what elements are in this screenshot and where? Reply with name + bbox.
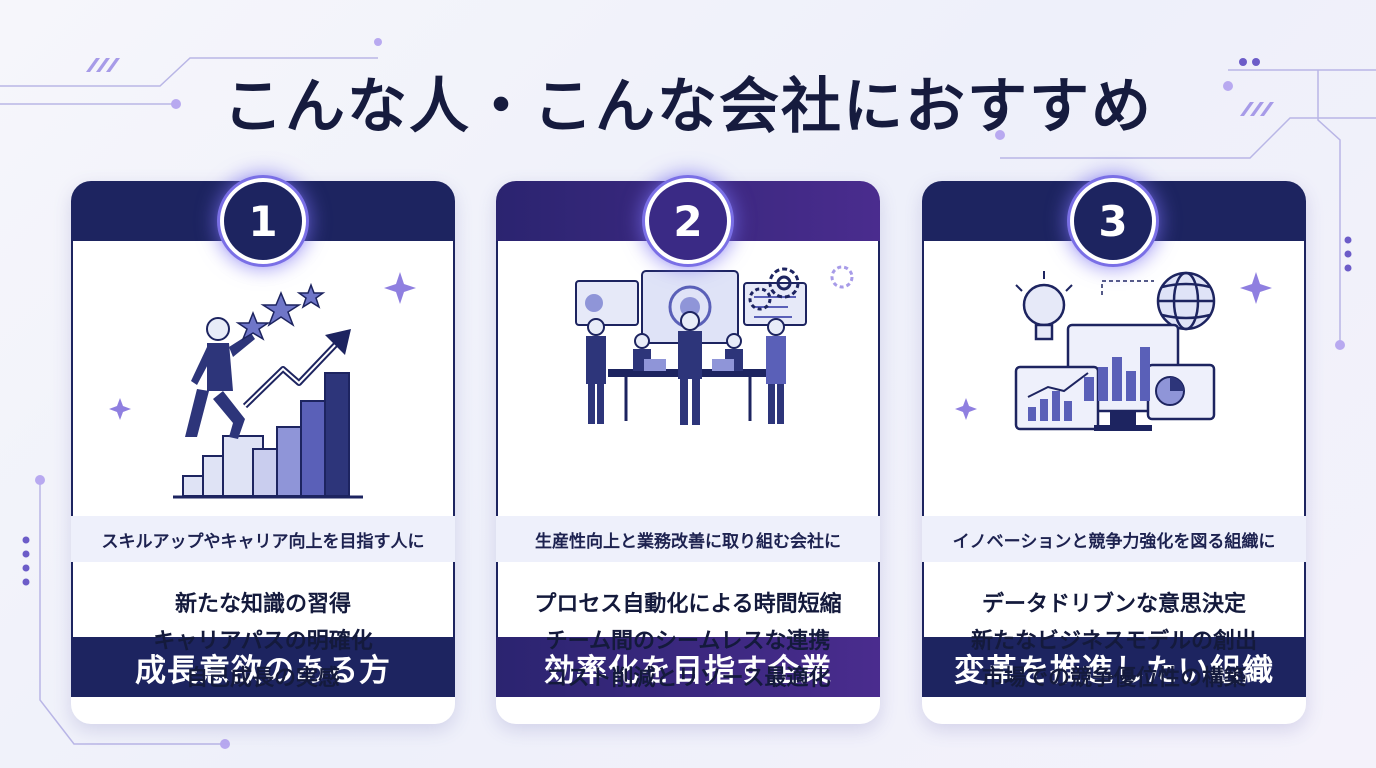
number-badge: 1 — [213, 171, 313, 271]
team-meeting-illustration — [496, 241, 880, 637]
badge-number: 3 — [1070, 178, 1156, 264]
page-title: こんな人・こんな会社におすすめ — [223, 72, 1153, 142]
point-item: データドリブンな意思決定 — [981, 592, 1246, 617]
point-item: 新たな知識の習得 — [174, 592, 351, 617]
card-points: 新たな知識の習得 キャリアパスの明確化 自己成長の実感 — [71, 586, 455, 697]
point-item: 新たなビジネスモデルの創出 — [970, 629, 1257, 654]
card-heading: 効率化を目指す企業 — [496, 637, 880, 697]
number-badge: 2 — [638, 171, 738, 271]
badge-number: 1 — [220, 178, 306, 264]
card-growth: 成長意欲のある方 — [71, 181, 455, 724]
card-subtitle: 生産性向上と業務改善に取り組む会社に — [496, 516, 880, 562]
card-subtitle: イノベーションと競争力強化を図る組織に — [922, 516, 1306, 562]
card-points: プロセス自動化による時間短縮 チーム間のシームレスな連携 コスト削減とリソース最… — [496, 586, 880, 697]
badge-number: 2 — [645, 178, 731, 264]
point-item: プロセス自動化による時間短縮 — [534, 592, 842, 617]
innovation-dashboard-illustration — [922, 241, 1306, 637]
card-efficiency: 効率化を目指す企業 — [496, 181, 880, 724]
growth-stairs-illustration — [71, 241, 455, 637]
point-item: キャリアパスの明確化 — [153, 629, 373, 654]
point-item: コスト削減とリソース最適化 — [545, 666, 831, 691]
point-item: 市場での競争優位性の構築 — [981, 666, 1246, 691]
card-heading: 成長意欲のある方 — [71, 637, 455, 697]
card-subtitle: スキルアップやキャリア向上を目指す人に — [71, 516, 455, 562]
point-item: 自己成長の実感 — [185, 666, 340, 691]
card-heading: 変革を推進したい組織 — [922, 637, 1306, 697]
number-badge: 3 — [1063, 171, 1163, 271]
card-points: データドリブンな意思決定 新たなビジネスモデルの創出 市場での競争優位性の構築 — [922, 586, 1306, 697]
point-item: チーム間のシームレスな連携 — [545, 629, 831, 654]
